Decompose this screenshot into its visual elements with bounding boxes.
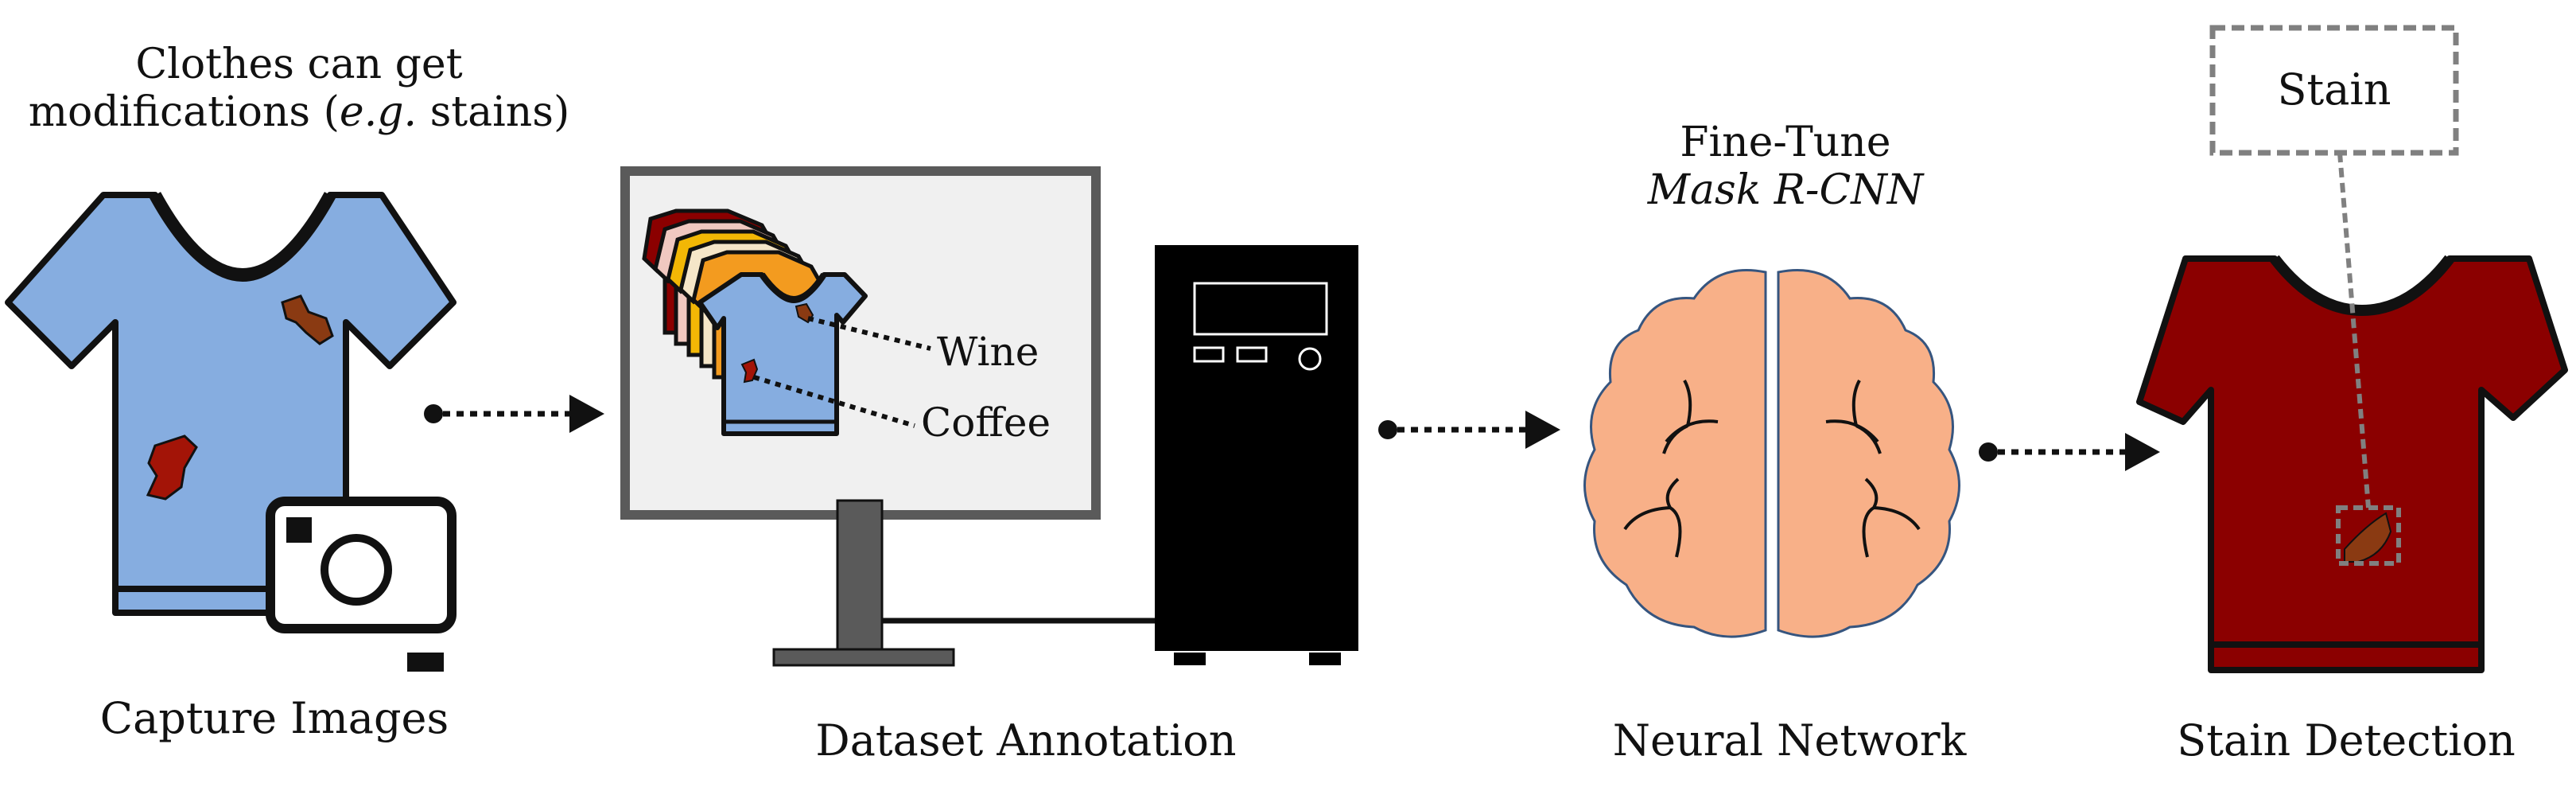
- red-t-shirt-icon: [2136, 255, 2568, 673]
- arrow-icon: [1378, 411, 1560, 449]
- stain-box-label: Stain: [2277, 64, 2391, 115]
- stain-label-box: [2209, 25, 2459, 156]
- network-title-line2: Mask R-CNN: [1647, 166, 1924, 214]
- network-title-line1: Fine-Tune: [1680, 119, 1891, 166]
- annotation-caption: Dataset Annotation: [815, 715, 1237, 766]
- wine-label: Wine: [937, 329, 1039, 375]
- stain-icon: [281, 294, 334, 345]
- capture-title-line1: Clothes can get: [135, 41, 463, 88]
- camera-icon: [266, 497, 457, 672]
- stain-icon: [146, 434, 198, 501]
- arrow-icon: [424, 395, 604, 433]
- brain-icon: [1583, 269, 1960, 638]
- computer-tower-icon: [1155, 245, 1358, 665]
- coffee-label: Coffee: [921, 399, 1051, 446]
- network-caption: Neural Network: [1612, 715, 1967, 766]
- stain-icon: [2344, 512, 2392, 563]
- capture-title: Clothes can get modifications (e.g. stai…: [29, 41, 570, 137]
- capture-caption: Capture Images: [99, 693, 449, 743]
- network-title: Fine-Tune Mask R-CNN: [1648, 119, 1923, 215]
- detection-leader-line: [2337, 152, 2371, 509]
- capture-title-line2: modifications (e.g. stains): [28, 88, 570, 136]
- detection-overlay: [2209, 25, 2459, 566]
- t-shirt-icon: [697, 272, 868, 436]
- detection-caption: Stain Detection: [2177, 715, 2516, 766]
- wine-pointer: [807, 316, 931, 351]
- arrow-icon: [1979, 433, 2160, 471]
- monitor-icon: [620, 166, 1161, 667]
